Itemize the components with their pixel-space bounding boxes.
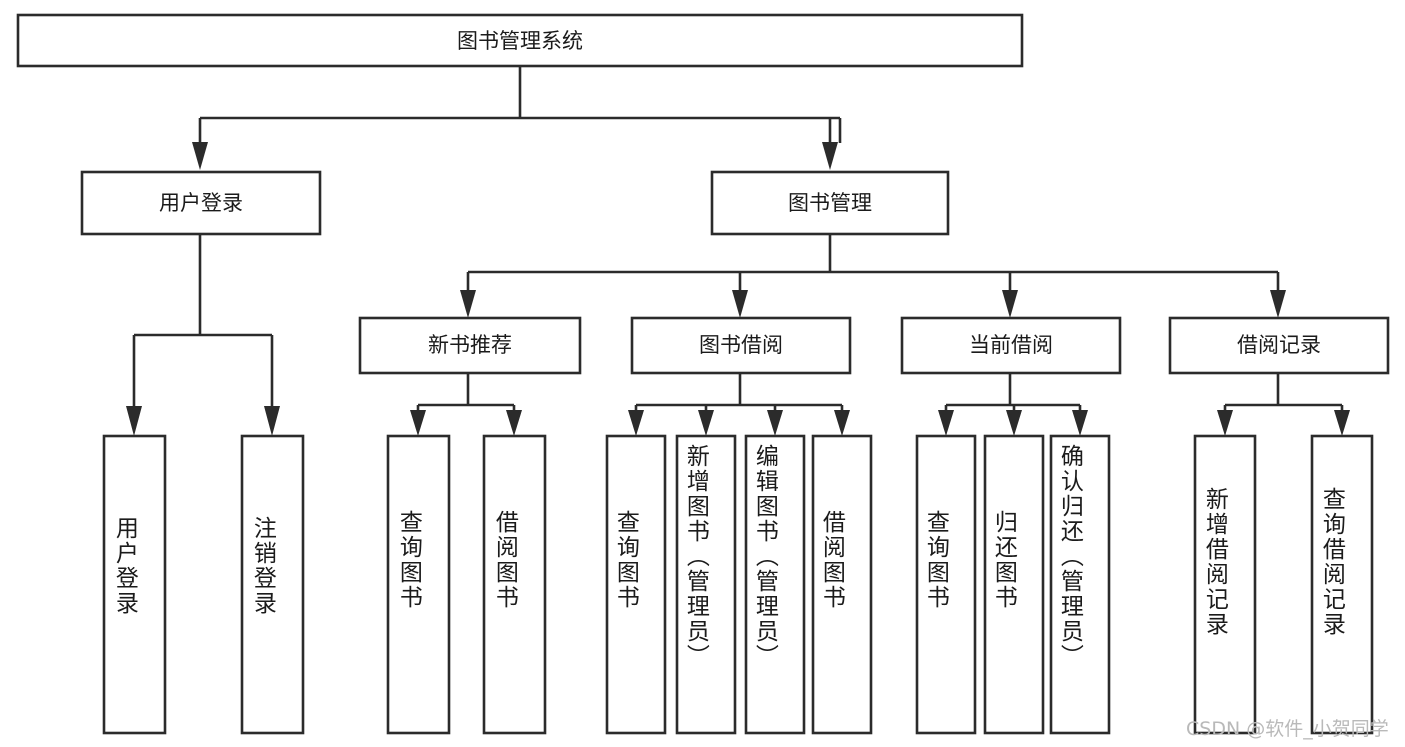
- connector-root-to-level2: [192, 66, 842, 170]
- node-user-login[interactable]: 用户登录: [80, 170, 322, 236]
- arrow-head-icon: [1002, 290, 1018, 318]
- arrow-head-icon: [834, 410, 850, 436]
- arrow-head-icon: [1270, 290, 1286, 318]
- arrow-head-icon: [126, 406, 142, 436]
- node-new-book-recommend[interactable]: 新书推荐: [358, 316, 582, 375]
- node-book-borrow-label: 图书借阅: [699, 333, 783, 357]
- connector-borrow-record-to-leaves: [1217, 373, 1350, 436]
- leaf-node-logout[interactable]: [240, 434, 305, 735]
- leaf-node-confirm-return-admin[interactable]: [1049, 434, 1111, 735]
- leaf-node-edit-book-admin[interactable]: [744, 434, 806, 735]
- arrow-head-icon: [822, 142, 838, 170]
- node-book-borrow[interactable]: 图书借阅: [630, 316, 852, 375]
- arrow-head-icon: [732, 290, 748, 318]
- leaf-node-return-book[interactable]: [983, 434, 1045, 735]
- node-root-label: 图书管理系统: [457, 29, 583, 53]
- leaf-node-query-book-borrow[interactable]: [605, 434, 667, 735]
- node-root-book-management-system[interactable]: 图书管理系统: [16, 13, 1024, 68]
- node-book-management-label: 图书管理: [788, 191, 872, 215]
- arrow-head-icon: [1072, 410, 1088, 436]
- arrow-head-icon: [506, 410, 522, 436]
- leaf-node-add-book-admin[interactable]: [675, 434, 737, 735]
- node-borrow-record[interactable]: 借阅记录: [1168, 316, 1390, 375]
- connector-user-login-to-leaves: [126, 235, 280, 436]
- arrow-head-icon: [192, 142, 208, 170]
- arrow-head-icon: [938, 410, 954, 436]
- watermark: CSDN @软件_小贺同学: [1186, 718, 1389, 740]
- arrow-head-icon: [698, 410, 714, 436]
- leaf-node-query-book-recommend[interactable]: [386, 434, 451, 735]
- node-current-borrow[interactable]: 当前借阅: [900, 316, 1122, 375]
- connector-new-book-to-leaves: [410, 373, 522, 436]
- leaf-node-borrow-book[interactable]: [811, 434, 873, 735]
- arrow-head-icon: [767, 410, 783, 436]
- connector-book-mgmt-to-level3: [460, 235, 1286, 318]
- arrow-head-icon: [460, 290, 476, 318]
- node-borrow-record-label: 借阅记录: [1237, 333, 1321, 357]
- arrow-head-icon: [410, 410, 426, 436]
- leaf-node-user-login[interactable]: [102, 434, 167, 735]
- node-current-borrow-label: 当前借阅: [969, 333, 1053, 357]
- node-new-book-recommend-label: 新书推荐: [428, 333, 512, 357]
- arrow-head-icon: [628, 410, 644, 436]
- leaf-node-query-borrow-record[interactable]: [1310, 434, 1374, 735]
- connector-book-borrow-to-leaves: [628, 373, 850, 436]
- node-user-login-label: 用户登录: [159, 191, 243, 215]
- leaf-node-add-borrow-record[interactable]: [1193, 434, 1257, 735]
- arrow-head-icon: [1217, 410, 1233, 436]
- arrow-head-icon: [1334, 410, 1350, 436]
- connector-current-borrow-to-leaves: [938, 373, 1088, 436]
- arrow-head-icon: [264, 406, 280, 436]
- arrow-head-icon: [1006, 410, 1022, 436]
- leaf-node-borrow-book-recommend[interactable]: [482, 434, 547, 735]
- node-book-management[interactable]: 图书管理: [710, 170, 950, 236]
- leaf-node-query-book-current[interactable]: [915, 434, 977, 735]
